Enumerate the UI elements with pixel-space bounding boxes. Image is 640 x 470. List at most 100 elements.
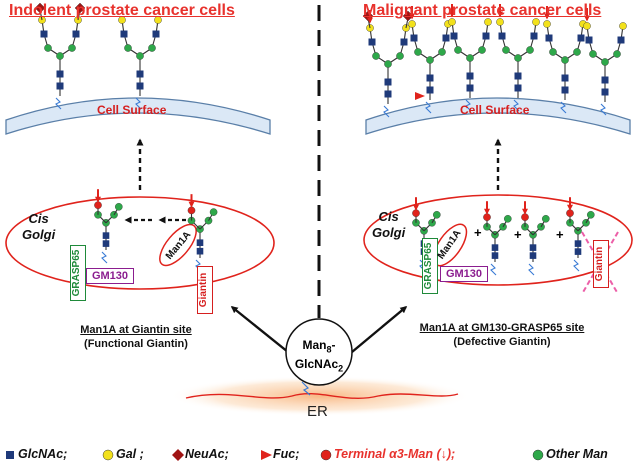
glycan-anchor-icon bbox=[490, 263, 497, 276]
plus-sign-3: + bbox=[556, 227, 564, 242]
glcnac-square-icon bbox=[442, 34, 450, 42]
grasp65-box-left: GRASP65 bbox=[70, 245, 86, 301]
terminal-mannose-circle-icon bbox=[412, 209, 420, 217]
golgi-label: Golgi bbox=[22, 227, 56, 242]
left-site-caption: Man1A at Giantin site (Functional Gianti… bbox=[66, 325, 206, 350]
er-glow bbox=[170, 376, 470, 416]
terminal-man-circle-icon bbox=[320, 449, 332, 461]
mannose-circle-icon bbox=[587, 210, 595, 219]
left-site-subtitle: (Functional Giantin) bbox=[84, 338, 188, 350]
glcnac-square-icon bbox=[466, 84, 474, 92]
mannose-circle-icon bbox=[432, 210, 441, 219]
glcnac-square-icon bbox=[6, 451, 14, 459]
glcnac-square-icon bbox=[529, 244, 537, 251]
gm130-box-left: GM130 bbox=[86, 268, 134, 284]
glcnac-square-icon bbox=[617, 36, 625, 44]
mannose-circle-icon bbox=[148, 44, 156, 52]
cell-surface-membrane-left bbox=[5, 97, 271, 135]
mannose-circle-icon bbox=[209, 208, 218, 216]
glycan-anchor-icon bbox=[560, 101, 567, 114]
glycan-anchor-icon bbox=[55, 97, 62, 110]
cis-label: Cis bbox=[378, 209, 399, 224]
left-site-title: Man1A at Giantin site bbox=[80, 324, 192, 336]
neuac-diamond-icon bbox=[172, 449, 184, 461]
legend-gal-label: Gal ; bbox=[116, 447, 144, 461]
glycan-anchor-icon bbox=[600, 103, 607, 116]
glcnac-square-icon bbox=[384, 78, 392, 86]
complex-glycan-icon bbox=[362, 10, 414, 118]
mannose-circle-icon bbox=[502, 46, 510, 54]
glcnac-square-icon bbox=[196, 239, 204, 246]
glcnac-square-icon bbox=[530, 32, 538, 40]
high-mannose-glycan-icon bbox=[483, 213, 512, 276]
glycan-anchor-icon bbox=[425, 101, 432, 114]
glycan-anchor-icon bbox=[528, 263, 535, 276]
mannose-circle-icon bbox=[124, 44, 132, 52]
mannose-circle-icon bbox=[613, 50, 621, 58]
glcnac-square-icon bbox=[545, 34, 553, 42]
glcnac-square-icon bbox=[196, 247, 204, 255]
man1a-enzyme-left bbox=[159, 223, 197, 267]
glcnac2-label: GlcNAc2 bbox=[294, 357, 344, 374]
galactose-circle-icon bbox=[408, 20, 416, 28]
galactose-circle-icon bbox=[496, 18, 504, 26]
galactose-circle-icon bbox=[583, 22, 591, 30]
glycan-anchor-icon bbox=[465, 99, 472, 112]
glcnac-square-icon bbox=[102, 240, 110, 247]
fuc-triangle-icon bbox=[261, 450, 272, 460]
glcnac-square-icon bbox=[491, 252, 499, 259]
legend-terminal-man-label: Terminal α3-Man (↓); bbox=[334, 447, 456, 461]
mannose-circle-icon bbox=[589, 50, 597, 58]
cell-surface-label-left: Cell Surface bbox=[97, 103, 167, 117]
terminal-mannose-circle-icon bbox=[521, 213, 529, 221]
galactose-circle-icon bbox=[484, 18, 492, 26]
legend-fuc-label: Fuc; bbox=[273, 447, 300, 461]
glcnac-square-icon bbox=[152, 30, 160, 38]
glcnac-square-icon bbox=[410, 34, 418, 42]
right-site-title: Man1A at GM130-GRASP65 site bbox=[419, 322, 585, 334]
glycan-anchor-icon bbox=[101, 251, 108, 264]
mannose-circle-icon bbox=[438, 48, 446, 56]
glcnac-square-icon bbox=[577, 34, 585, 42]
mannose-circle-icon bbox=[68, 44, 76, 52]
er-vesicle-label: Man8- GlcNAc2 bbox=[289, 338, 349, 377]
glycan-structures bbox=[34, 2, 627, 276]
mannose-circle-icon bbox=[56, 52, 64, 60]
complex-glycan-icon bbox=[408, 20, 452, 114]
other-man-circle-icon bbox=[532, 449, 544, 461]
complex-glycan-icon bbox=[34, 2, 86, 110]
mannose-circle-icon bbox=[44, 44, 52, 52]
legend-icons bbox=[6, 449, 544, 461]
mannose-circle-icon bbox=[384, 60, 392, 68]
giantin-box-left: Giantin bbox=[197, 266, 213, 314]
cis-label: Cis bbox=[28, 211, 49, 226]
high-mannose-glycan-icon bbox=[521, 213, 550, 276]
mannose-circle-icon bbox=[136, 52, 144, 60]
mannose-circle-icon bbox=[503, 214, 512, 223]
glcnac-square-icon bbox=[561, 86, 569, 94]
fuc-triangle-icon bbox=[415, 92, 425, 100]
plus-sign-1: + bbox=[474, 225, 482, 240]
glcnac-square-icon bbox=[561, 74, 569, 82]
glcnac-square-icon bbox=[72, 30, 80, 38]
glcnac-square-icon bbox=[601, 76, 609, 84]
glycan-anchor-icon bbox=[135, 97, 142, 110]
terminal-mannose-arrows bbox=[95, 4, 590, 215]
galactose-circle-icon bbox=[118, 16, 126, 24]
galactose-circle-icon bbox=[154, 16, 162, 24]
complex-glycan-icon bbox=[543, 20, 587, 114]
glcnac-square-icon bbox=[56, 82, 64, 90]
terminal-mannose-circle-icon bbox=[483, 213, 491, 221]
gal-circle-icon bbox=[102, 449, 114, 461]
er-to-golgi-arrow-right bbox=[351, 306, 408, 353]
galactose-circle-icon bbox=[543, 20, 551, 28]
right-panel-title: Malignant prostate cancer cells bbox=[363, 2, 602, 19]
high-mannose-glycan-icon bbox=[566, 209, 595, 272]
complex-glycan-icon bbox=[118, 16, 162, 110]
glycan-anchor-icon bbox=[383, 105, 390, 118]
mannose-circle-icon bbox=[396, 52, 404, 60]
er-to-golgi-arrow-left bbox=[230, 306, 289, 353]
mannose-circle-icon bbox=[549, 48, 557, 56]
complex-glycan-icon bbox=[583, 22, 627, 116]
